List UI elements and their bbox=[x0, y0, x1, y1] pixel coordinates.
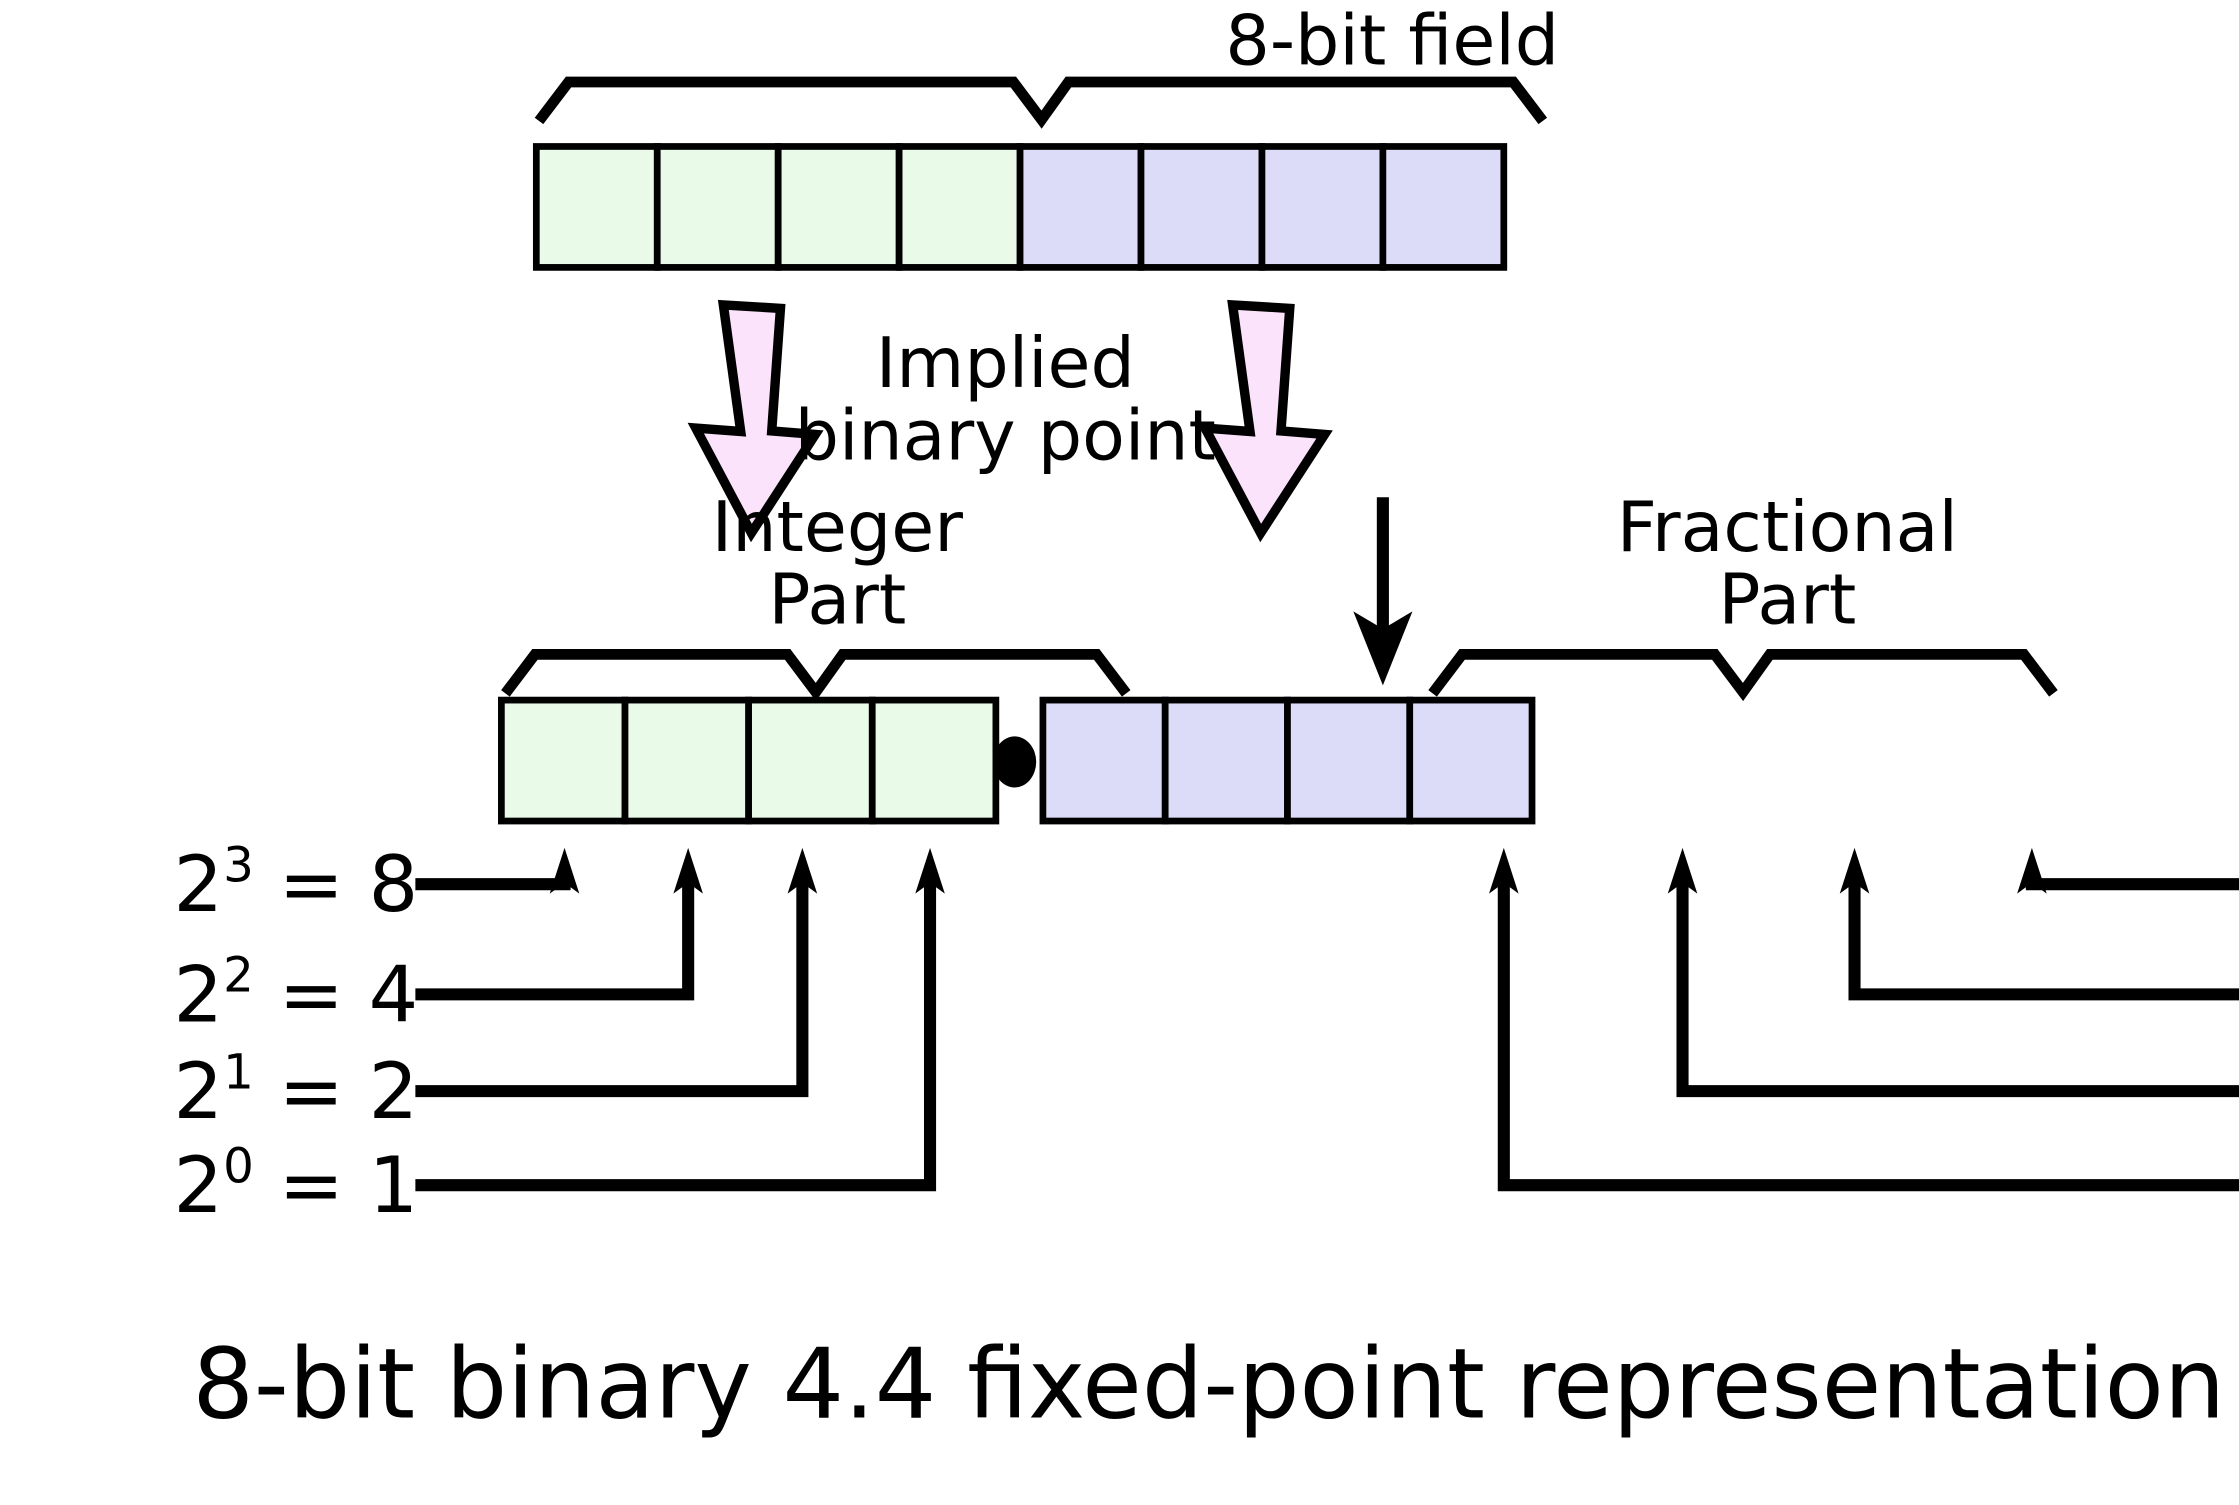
fractional-part-label-line2: Part bbox=[1718, 560, 1856, 641]
int-bit-cell-1 bbox=[745, 696, 876, 825]
pink-arrow-right bbox=[1196, 299, 1333, 543]
fractional-part-brace bbox=[1428, 649, 2058, 702]
fractional-bit-group bbox=[1039, 696, 1536, 825]
top-bit-cell-frac-4 bbox=[1379, 143, 1508, 271]
top-bit-cell-frac-3 bbox=[1258, 143, 1387, 271]
top-bit-field bbox=[532, 143, 1508, 271]
implied-binary-point-label-line1: Implied bbox=[876, 323, 1135, 404]
top-bit-cell-int-2 bbox=[653, 143, 782, 271]
figure-caption: 8-bit binary 4.4 fixed-point representat… bbox=[192, 1328, 2225, 1441]
top-field-brace bbox=[534, 76, 1548, 129]
integer-part-label-line2: Part bbox=[768, 560, 906, 641]
frac-bit-cell-3 bbox=[1284, 696, 1414, 825]
frac-bit-cell-1 bbox=[1039, 696, 1169, 825]
implied-point-down-arrow bbox=[1353, 497, 1413, 686]
top-bit-cell-int-1 bbox=[774, 143, 903, 271]
integer-weight-labels: 23 = 8 22 = 4 21 = 2 20 = 1 bbox=[174, 838, 419, 1232]
int-bit-cell-3 bbox=[498, 696, 629, 825]
integer-weight-label-1: 22 = 4 bbox=[174, 948, 419, 1041]
integer-connectors bbox=[415, 847, 945, 1192]
frac-bit-cell-2 bbox=[1161, 696, 1291, 825]
frac-bit-cell-4 bbox=[1406, 696, 1536, 825]
integer-weight-label-3: 20 = 1 bbox=[174, 1139, 419, 1232]
integer-bit-group bbox=[498, 696, 1000, 825]
integer-weight-label-0: 23 = 8 bbox=[174, 838, 419, 931]
top-bit-cell-int-3 bbox=[532, 143, 661, 271]
implied-binary-point-label-line2: binary point bbox=[795, 396, 1216, 477]
integer-weight-label-2: 21 = 2 bbox=[174, 1044, 419, 1137]
integer-part-brace bbox=[501, 649, 1131, 702]
fractional-part-label-line1: Fractional bbox=[1617, 487, 1958, 568]
top-field-title: 8-bit field bbox=[1225, 1, 1559, 82]
integer-part-label-line1: Integer bbox=[712, 487, 964, 568]
fractional-connectors bbox=[1489, 847, 2239, 1192]
pink-arrow-left bbox=[687, 299, 824, 543]
int-bit-cell-2 bbox=[621, 696, 752, 825]
top-bit-cell-frac-1 bbox=[1016, 143, 1145, 271]
top-bit-cell-int-0 bbox=[895, 143, 1024, 271]
int-bit-cell-0 bbox=[868, 696, 1000, 825]
top-bit-cell-frac-2 bbox=[1137, 143, 1266, 271]
binary-point-dot bbox=[993, 736, 1037, 788]
